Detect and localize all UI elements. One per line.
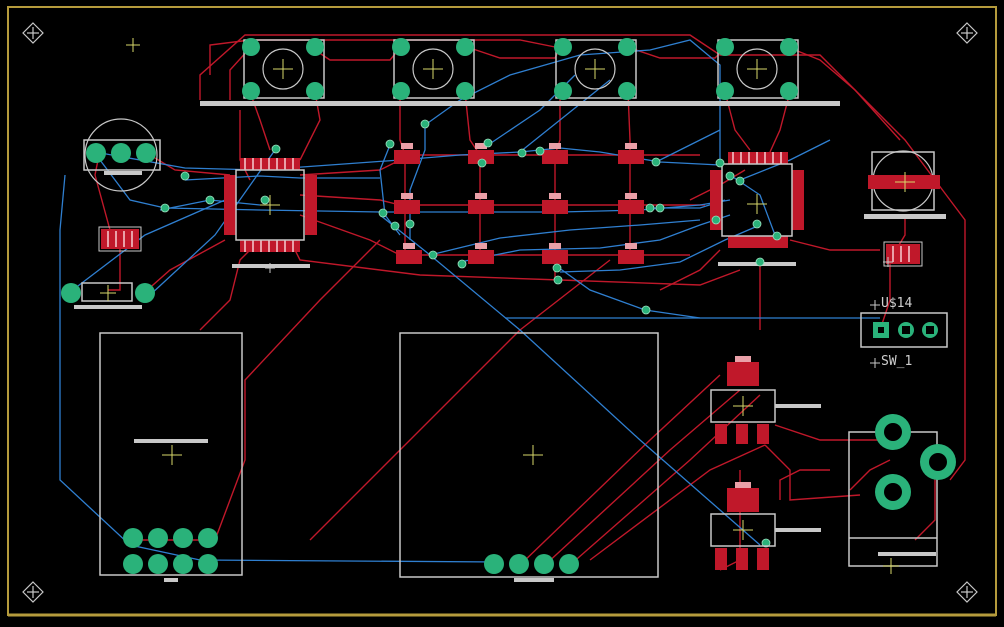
transistor-left[interactable] bbox=[83, 118, 161, 192]
resistor-smd-left[interactable] bbox=[98, 226, 142, 252]
board-outline bbox=[7, 6, 997, 616]
silkscreen-bar bbox=[200, 101, 840, 106]
fiducial-icon bbox=[22, 581, 44, 603]
module-left[interactable] bbox=[99, 332, 243, 582]
qfp-chip-right[interactable] bbox=[710, 152, 804, 266]
smd-component-grid[interactable] bbox=[394, 143, 644, 264]
top-copper-traces bbox=[94, 34, 966, 571]
qfp-chip-left[interactable] bbox=[224, 158, 317, 268]
voltage-regulator-1[interactable] bbox=[710, 356, 821, 444]
resistor-through-hole[interactable] bbox=[61, 282, 155, 309]
potentiometer[interactable] bbox=[554, 38, 637, 100]
connector-label: U$14 bbox=[881, 296, 913, 311]
module-center[interactable] bbox=[399, 332, 659, 582]
potentiometer[interactable] bbox=[242, 38, 325, 100]
reference-crosses bbox=[265, 257, 893, 368]
toggle-switch[interactable] bbox=[848, 414, 956, 574]
bottom-copper-traces bbox=[59, 39, 880, 563]
origin-cross-icon bbox=[126, 38, 140, 52]
fiducial-icon bbox=[956, 22, 978, 44]
potentiometer[interactable] bbox=[392, 38, 475, 100]
vias bbox=[160, 119, 782, 548]
potentiometer[interactable] bbox=[716, 38, 799, 100]
voltage-regulator-2[interactable] bbox=[710, 482, 821, 570]
resistor-smd-right[interactable] bbox=[883, 241, 923, 267]
connector-3pin[interactable] bbox=[860, 312, 948, 348]
transistor-right[interactable] bbox=[864, 150, 946, 219]
fiducial-icon bbox=[22, 22, 44, 44]
switch-label: SW_1 bbox=[881, 354, 913, 369]
fiducial-icon bbox=[956, 581, 978, 603]
